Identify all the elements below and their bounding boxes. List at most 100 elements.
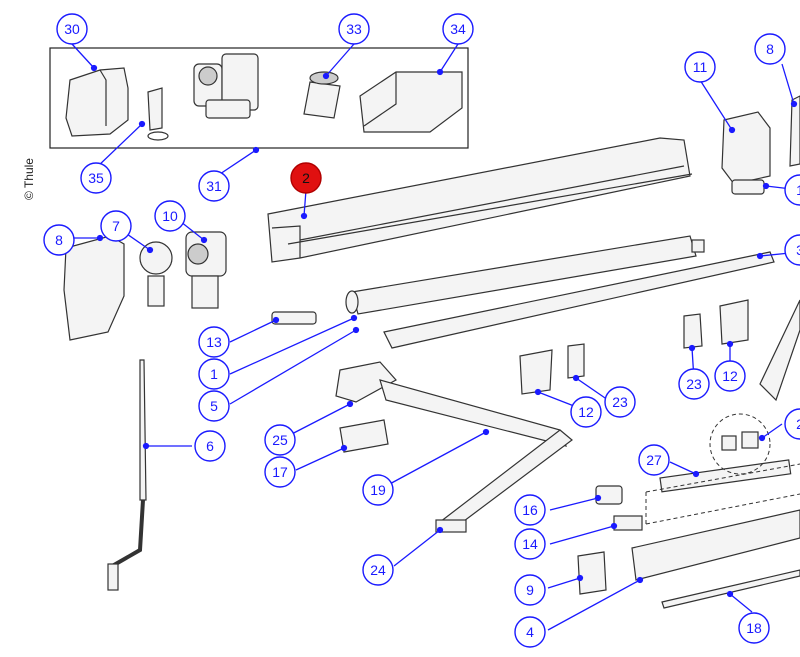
callout-label: 1 bbox=[796, 182, 800, 198]
callout-label: 10 bbox=[162, 208, 178, 224]
callout-23a: 23 bbox=[604, 386, 636, 418]
callout-2x: 2 bbox=[784, 408, 800, 440]
callout-label: 34 bbox=[450, 21, 466, 37]
folding-arm-lower bbox=[438, 429, 573, 531]
callout-circle bbox=[338, 13, 370, 45]
callout-label: 30 bbox=[64, 21, 80, 37]
callout-circle bbox=[264, 424, 296, 456]
callout-circle bbox=[198, 390, 230, 422]
callout-label: 19 bbox=[370, 482, 386, 498]
callout-label: 18 bbox=[746, 620, 762, 636]
callout-group: 3033343531211813871013156251719122323122… bbox=[43, 13, 800, 648]
callout-circle bbox=[754, 33, 786, 65]
callout-circle bbox=[56, 13, 88, 45]
callout-label: 12 bbox=[578, 404, 594, 420]
callout-label: 16 bbox=[522, 502, 538, 518]
callout-circle bbox=[570, 396, 602, 428]
callout-34: 34 bbox=[442, 13, 474, 45]
callout-13: 13 bbox=[198, 326, 230, 358]
callout-label: 13 bbox=[206, 334, 222, 350]
callout-circle bbox=[80, 162, 112, 194]
callout-circle bbox=[264, 456, 296, 488]
callout-label: 24 bbox=[370, 562, 386, 578]
callout-7: 7 bbox=[100, 210, 132, 242]
callout-circle bbox=[154, 200, 186, 232]
callout-label: 12 bbox=[722, 368, 738, 384]
callout-circle bbox=[198, 326, 230, 358]
callout-label: 5 bbox=[210, 398, 218, 414]
callout-circle bbox=[43, 224, 75, 256]
callout-label: 4 bbox=[526, 624, 534, 640]
callout-label: 3 bbox=[796, 242, 800, 258]
callout-circle bbox=[684, 51, 716, 83]
callout-12b: 12 bbox=[714, 360, 746, 392]
callout-1x: 1 bbox=[784, 174, 800, 206]
callout-circle bbox=[784, 234, 800, 266]
callout-label: 7 bbox=[112, 218, 120, 234]
callout-25: 25 bbox=[264, 424, 296, 456]
callout-label: 9 bbox=[526, 582, 534, 598]
callout-label: 1 bbox=[210, 366, 218, 382]
callout-2: 2 bbox=[290, 162, 322, 194]
callout-12a: 12 bbox=[570, 396, 602, 428]
callout-9: 9 bbox=[514, 574, 546, 606]
callout-label: 11 bbox=[693, 59, 708, 75]
callout-circle bbox=[198, 170, 230, 202]
callout-23b: 23 bbox=[678, 368, 710, 400]
callout-label: 14 bbox=[522, 536, 538, 552]
callout-circle bbox=[784, 408, 800, 440]
callout-label: 23 bbox=[686, 376, 702, 392]
callout-1: 1 bbox=[198, 358, 230, 390]
callout-circle bbox=[194, 430, 226, 462]
callout-4: 4 bbox=[514, 616, 546, 648]
callout-circle bbox=[514, 528, 546, 560]
callout-circle bbox=[714, 360, 746, 392]
folding-arm-upper bbox=[379, 379, 567, 447]
callout-3x: 3 bbox=[784, 234, 800, 266]
callout-circle bbox=[514, 494, 546, 526]
callout-circle bbox=[514, 574, 546, 606]
callout-circle bbox=[442, 13, 474, 45]
callout-11: 11 bbox=[684, 51, 716, 83]
callout-circle bbox=[784, 174, 800, 206]
line-art bbox=[63, 53, 800, 609]
callout-circle bbox=[604, 386, 636, 418]
callout-8b: 8 bbox=[43, 224, 75, 256]
callout-27: 27 bbox=[638, 444, 670, 476]
callout-label: 35 bbox=[88, 170, 104, 186]
callout-10: 10 bbox=[154, 200, 186, 232]
callout-label: 8 bbox=[766, 41, 774, 57]
callout-33: 33 bbox=[338, 13, 370, 45]
callout-label: 2 bbox=[796, 416, 800, 432]
callout-circle bbox=[362, 474, 394, 506]
callout-19: 19 bbox=[362, 474, 394, 506]
callout-label: 33 bbox=[346, 21, 362, 37]
callout-label: 31 bbox=[206, 178, 222, 194]
callout-31: 31 bbox=[198, 170, 230, 202]
callout-label: 17 bbox=[272, 464, 288, 480]
roller-tube bbox=[351, 235, 697, 315]
callout-label: 27 bbox=[646, 452, 662, 468]
callout-8a: 8 bbox=[754, 33, 786, 65]
callout-35: 35 bbox=[80, 162, 112, 194]
callout-circle bbox=[738, 612, 770, 644]
callout-label: 6 bbox=[206, 438, 214, 454]
callout-5: 5 bbox=[198, 390, 230, 422]
callout-6: 6 bbox=[194, 430, 226, 462]
callout-circle bbox=[362, 554, 394, 586]
callout-24: 24 bbox=[362, 554, 394, 586]
callout-16: 16 bbox=[514, 494, 546, 526]
callout-circle bbox=[290, 162, 322, 194]
cassette-profile bbox=[267, 137, 691, 263]
callout-label: 25 bbox=[272, 432, 288, 448]
callout-18: 18 bbox=[738, 612, 770, 644]
callout-14: 14 bbox=[514, 528, 546, 560]
callout-circle bbox=[100, 210, 132, 242]
callout-circle bbox=[198, 358, 230, 390]
callout-label: 2 bbox=[302, 170, 310, 186]
callout-circle bbox=[678, 368, 710, 400]
end-cap-30 bbox=[65, 67, 129, 137]
callout-label: 8 bbox=[55, 232, 63, 248]
